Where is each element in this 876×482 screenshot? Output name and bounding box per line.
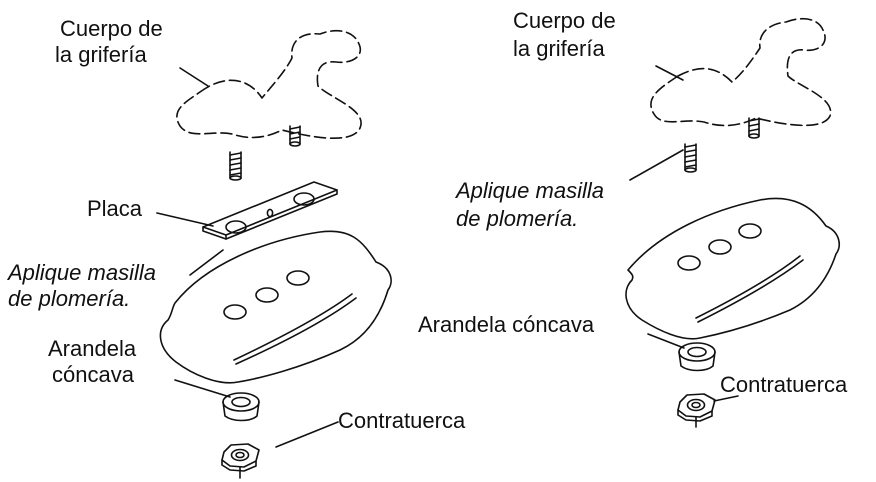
right-leader-locknut	[713, 395, 739, 402]
left-label-body-line1: Cuerpo de	[60, 16, 163, 41]
left-label-putty-line1: Aplique masilla	[8, 260, 156, 285]
right-base-gasket	[625, 197, 840, 340]
left-label-plate: Placa	[87, 196, 143, 221]
left-concave-washer	[222, 392, 260, 422]
left-label-washer-line2: cóncava	[52, 362, 134, 387]
right-stud-left	[684, 143, 697, 173]
left-leader-plate	[156, 212, 214, 227]
right-leader-putty	[629, 149, 684, 181]
left-leader-body	[179, 67, 209, 87]
left-label-locknut: Contratuerca	[338, 408, 466, 433]
right-stud-right	[748, 117, 760, 139]
right-locknut	[677, 393, 716, 428]
right-faucet-body-outline	[650, 17, 832, 127]
left-stud-right	[289, 125, 301, 147]
right-label-putty-line1: Aplique masilla	[456, 178, 604, 203]
right-concave-washer	[678, 342, 716, 372]
left-leader-washer	[174, 379, 231, 398]
left-stud-left	[229, 151, 242, 181]
right-leader-washer	[647, 333, 685, 349]
right-leader-body	[655, 65, 684, 81]
right-label-body-line2: la grifería	[513, 36, 605, 61]
right-label-putty-line2: de plomería.	[456, 206, 579, 231]
left-leader-putty	[189, 249, 224, 276]
left-label-putty-line2: de plomería.	[8, 286, 131, 311]
left-faucet-body-outline	[176, 29, 362, 140]
right-label-locknut: Contratuerca	[720, 372, 848, 397]
left-base-gasket	[159, 230, 392, 384]
right-label-body-line1: Cuerpo de	[513, 8, 616, 33]
left-label-washer-line1: Arandela	[48, 336, 137, 361]
left-leader-locknut	[275, 421, 339, 448]
left-label-body-line2: la grifería	[55, 42, 147, 67]
right-label-washer: Arandela cóncava	[418, 312, 595, 337]
left-locknut	[221, 443, 260, 479]
left-plate	[202, 181, 338, 240]
